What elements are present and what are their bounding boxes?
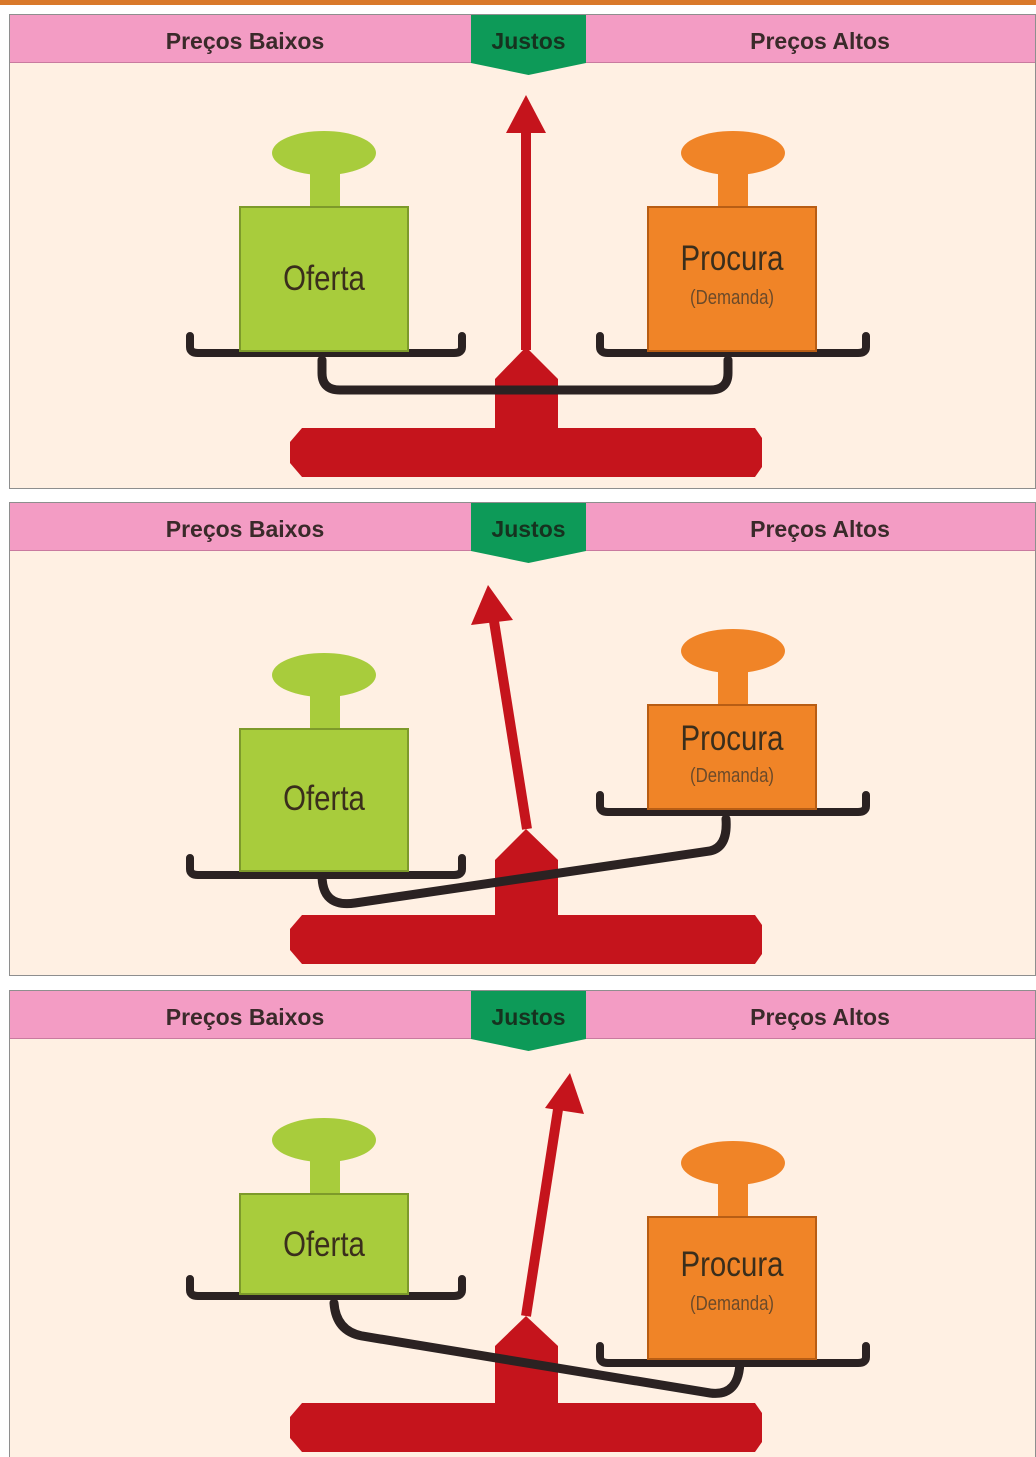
fair-price-marker [471, 503, 586, 563]
scale-base [290, 915, 762, 964]
price-needle [521, 1073, 584, 1317]
fair-prices-label: Justos [491, 1004, 566, 1030]
fair-price-marker [471, 991, 586, 1051]
scale-panel-balanced: Preços Baixos Preços Altos Justos [9, 14, 1036, 489]
high-prices-label: Preços Altos [750, 516, 890, 542]
demand-weight [647, 1141, 817, 1360]
low-prices-label: Preços Baixos [165, 516, 325, 542]
right-pan [596, 791, 870, 816]
demand-sublabel: (Demanda) [689, 1293, 775, 1315]
left-pan [186, 854, 466, 879]
scale-base [290, 428, 762, 477]
demand-label: Procura [680, 239, 784, 278]
fair-prices-label: Justos [491, 516, 566, 542]
left-pan [186, 1275, 466, 1300]
price-needle [506, 95, 546, 350]
balance-scale [186, 1073, 870, 1452]
scale-arm [329, 1298, 745, 1398]
low-prices-label: Preços Baixos [165, 28, 325, 54]
high-prices-label: Preços Altos [750, 28, 890, 54]
supply-label: Oferta [283, 779, 365, 818]
fair-price-marker [471, 15, 586, 75]
demand-weight [647, 629, 817, 810]
scale-pedestal [495, 829, 558, 916]
scale-base [290, 1403, 762, 1452]
supply-weight [239, 131, 409, 352]
demand-weight [647, 131, 817, 352]
supply-label: Oferta [283, 259, 365, 298]
supply-weight [239, 653, 409, 872]
balance-scale [186, 585, 870, 964]
fair-prices-label: Justos [491, 28, 566, 54]
low-prices-label: Preços Baixos [165, 1004, 325, 1030]
balance-scale [186, 95, 870, 477]
demand-sublabel: (Demanda) [689, 765, 775, 787]
scale-arm [317, 814, 731, 909]
left-pan [186, 332, 466, 357]
demand-label: Procura [680, 1245, 784, 1284]
scale-panel-demand-heavier: Preços Baixos Preços Altos Justos [9, 990, 1036, 1457]
demand-label: Procura [680, 719, 784, 758]
high-prices-label: Preços Altos [750, 1004, 890, 1030]
supply-label: Oferta [283, 1225, 365, 1264]
demand-sublabel: (Demanda) [689, 287, 775, 309]
right-pan [596, 332, 870, 357]
price-needle [471, 585, 532, 830]
right-pan [596, 1342, 870, 1367]
scale-panel-supply-heavier: Preços Baixos Preços Altos Justos [9, 502, 1036, 976]
supply-weight [239, 1118, 409, 1295]
top-rule [0, 0, 1036, 5]
scale-arm [317, 355, 733, 395]
